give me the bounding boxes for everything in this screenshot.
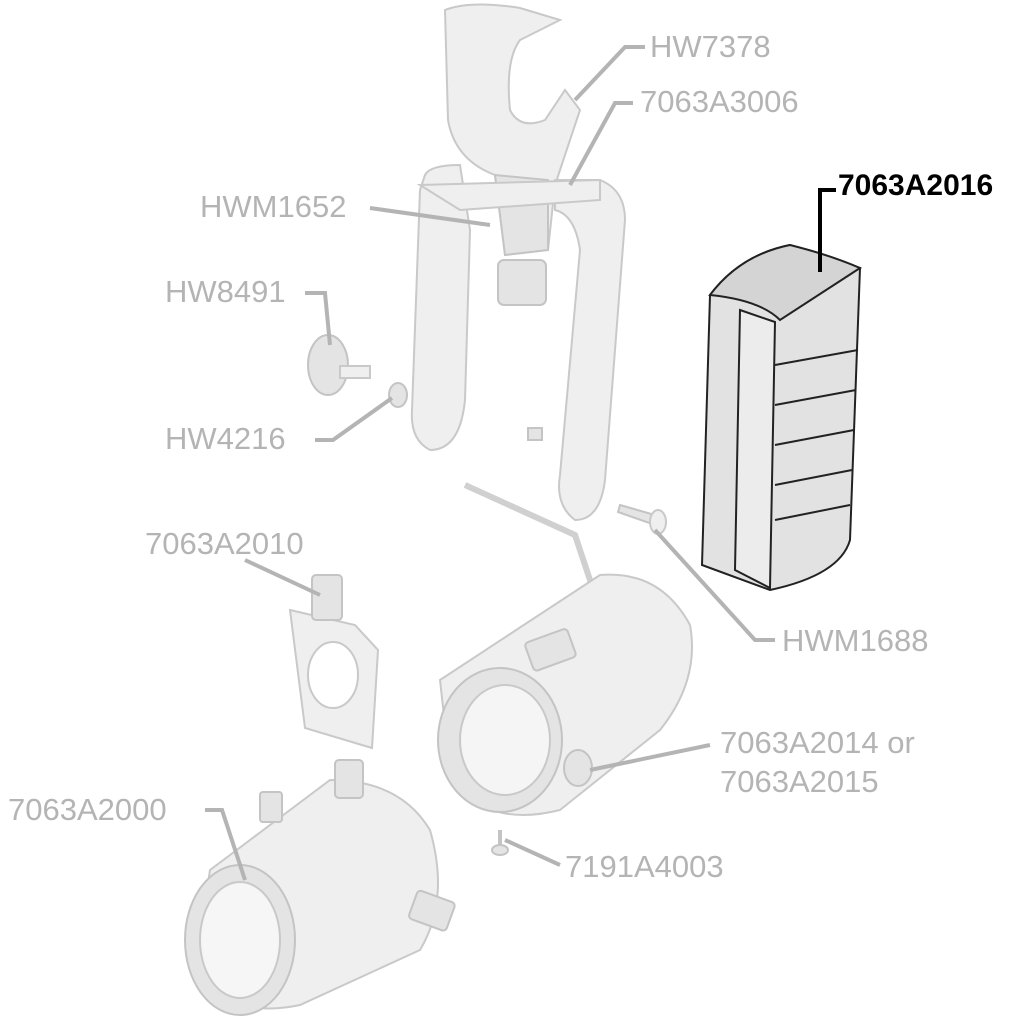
leader-7063A2000 bbox=[205, 808, 247, 881]
leader-7063A2016 bbox=[818, 188, 836, 272]
knob-part-hw8491[interactable] bbox=[307, 334, 371, 396]
label-7063A2016[interactable]: 7063A2016 bbox=[838, 169, 993, 202]
label-7063A2000[interactable]: 7063A2000 bbox=[8, 792, 167, 827]
lamp-housing-part[interactable] bbox=[437, 573, 693, 816]
leader-hw8491 bbox=[305, 291, 332, 346]
battery-pack-part-7063A2016[interactable] bbox=[700, 243, 863, 592]
small-screw-part-7191A4003[interactable] bbox=[491, 830, 509, 856]
label-7063A2010[interactable]: 7063A2010 bbox=[145, 526, 304, 561]
label-hwm1688[interactable]: HWM1688 bbox=[782, 623, 928, 658]
leader-7191A4003 bbox=[504, 838, 561, 867]
leader-hwm1688 bbox=[653, 528, 775, 642]
leader-hw7378 bbox=[573, 45, 645, 102]
label-7063A2015[interactable]: 7063A2015 bbox=[720, 764, 879, 799]
leader-7063A2014 bbox=[589, 743, 711, 772]
leader-7063A2010 bbox=[244, 558, 321, 597]
leader-hwm1652 bbox=[369, 206, 491, 227]
label-hwm1652[interactable]: HWM1652 bbox=[200, 189, 346, 224]
lens-tube-part-7063A2000[interactable] bbox=[184, 759, 456, 1016]
label-hw8491[interactable]: HW8491 bbox=[165, 274, 286, 309]
label-hw4216[interactable]: HW4216 bbox=[165, 421, 286, 456]
label-hw7378[interactable]: HW7378 bbox=[650, 29, 771, 64]
lamp-socket-part-7063A2014[interactable] bbox=[563, 749, 593, 787]
yoke-part[interactable] bbox=[410, 163, 627, 522]
label-7063A2014[interactable]: 7063A2014 or bbox=[720, 725, 915, 760]
leader-7063A3006 bbox=[568, 101, 633, 186]
gobo-holder-part-7063A2010[interactable] bbox=[288, 574, 380, 750]
washer-part-hw4216[interactable] bbox=[388, 382, 408, 408]
label-7063A3006[interactable]: 7063A3006 bbox=[640, 84, 799, 119]
leader-hw4216 bbox=[315, 396, 394, 442]
label-7191A4003[interactable]: 7191A4003 bbox=[565, 849, 724, 884]
screw-part-hwm1688[interactable] bbox=[616, 503, 667, 535]
